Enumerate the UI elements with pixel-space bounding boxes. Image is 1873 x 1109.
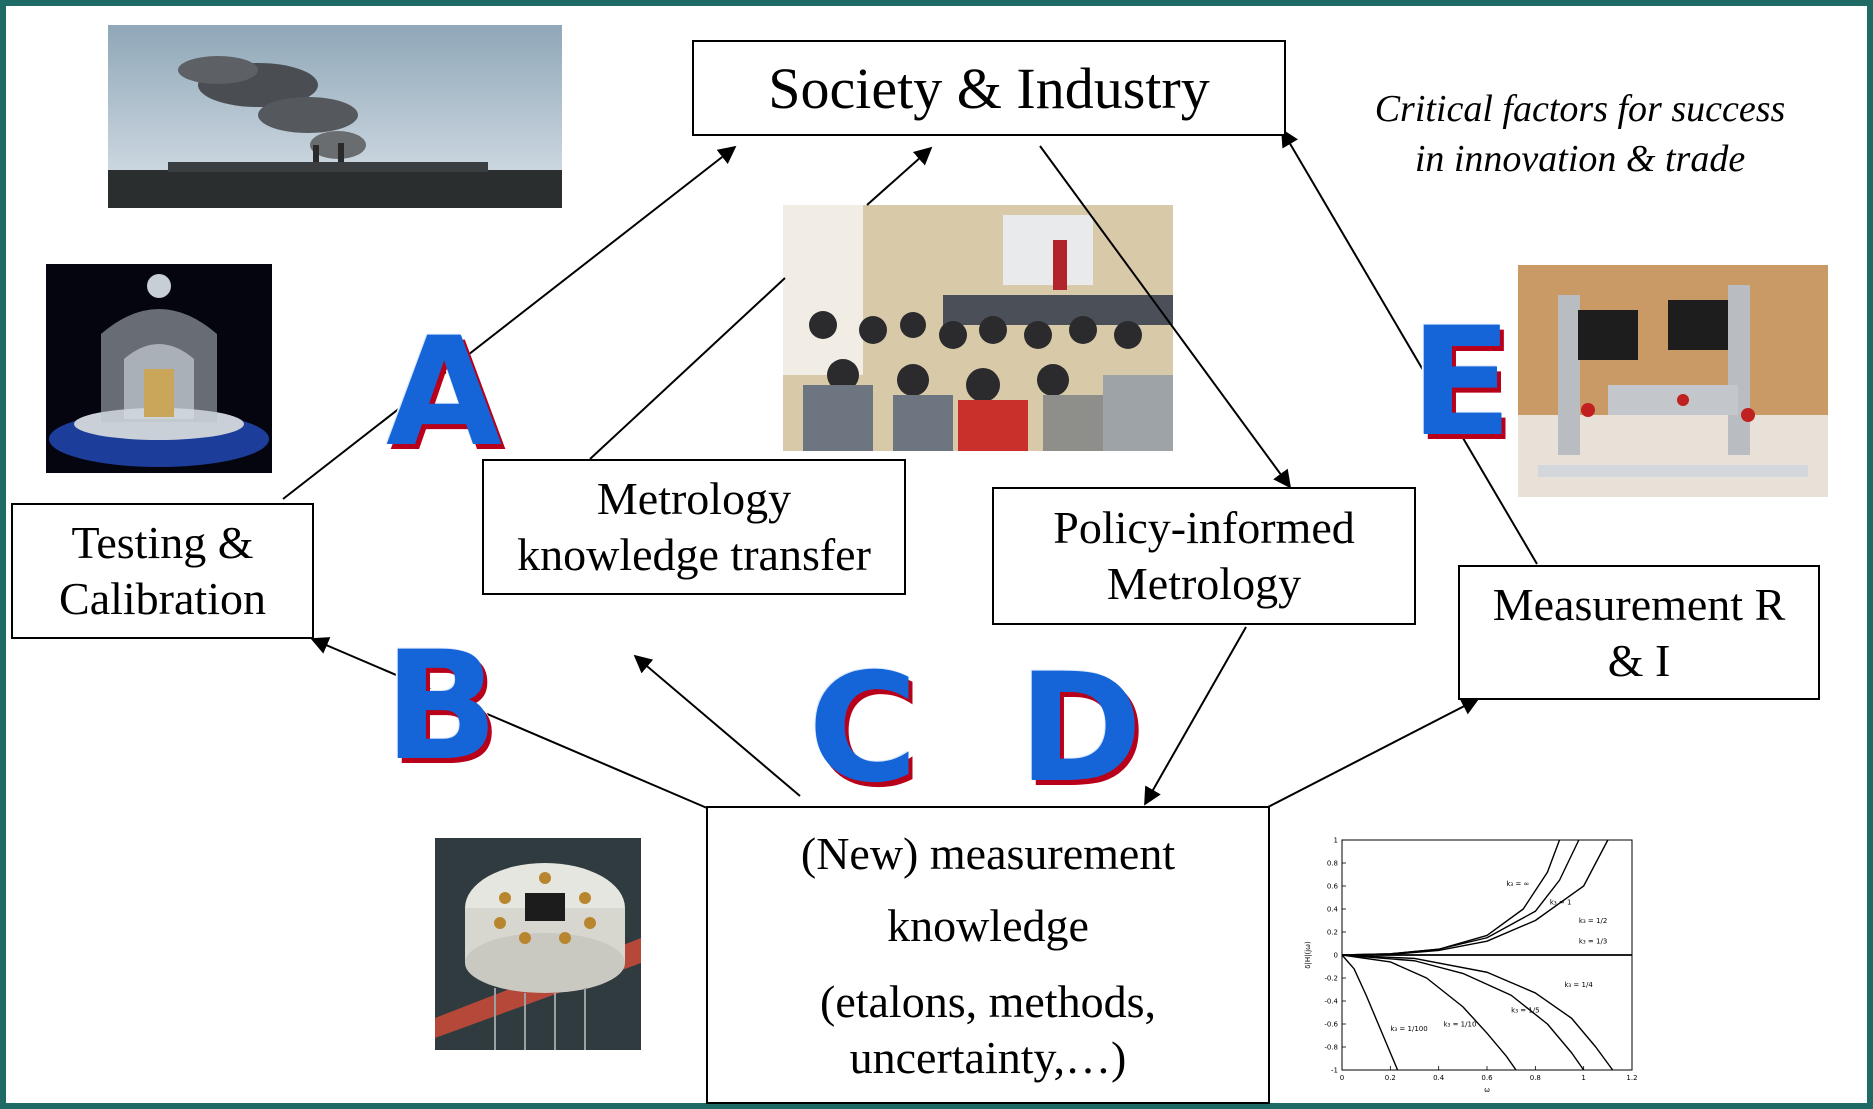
y-tick-label: -0.4: [1324, 998, 1338, 1006]
series-line: [1341, 954, 1585, 1071]
series-line: [1341, 954, 1517, 1071]
new-knowledge-line-4: uncertainty,…): [849, 1032, 1127, 1083]
metrology-transfer-line-2: knowledge transfer: [517, 529, 871, 580]
new-knowledge-box: (New) measurement knowledge (etalons, me…: [706, 806, 1270, 1104]
y-tick-label: 0.6: [1327, 883, 1339, 891]
series-label: k₃ = 1/4: [1564, 981, 1593, 989]
new-knowledge-line-2: knowledge: [887, 900, 1089, 951]
critical-factors-line-1: Critical factors for success: [1374, 88, 1786, 130]
society-industry-label: Society & Industry: [768, 55, 1210, 121]
y-tick-label: -0.8: [1324, 1044, 1338, 1052]
x-tick-label: 0.6: [1481, 1074, 1493, 1082]
series-label: k₃ = 1/10: [1444, 1020, 1477, 1028]
series-label: k₃ = 1/100: [1390, 1025, 1427, 1033]
conference-audience-photo: [783, 205, 1173, 451]
testing-calibration-line-1: Testing &: [71, 517, 254, 568]
x-tick-label: 1: [1581, 1074, 1585, 1082]
critical-factors-caption: Critical factors for success in innovati…: [1310, 84, 1850, 184]
series-label: k₃ = 1/2: [1579, 917, 1607, 925]
industry-skyline-photo: [108, 25, 562, 208]
measurement-ri-box: Measurement R & I: [1458, 565, 1820, 700]
policy-metrology-line-2: Metrology: [1106, 558, 1302, 609]
letter-e: E: [1408, 296, 1514, 470]
mini-plot: 0 0.2 0.4 0.6 0.8 1 1.2 -1 -0.8 -0.6 -0.4 -0.2 0 0.2 0…: [1304, 837, 1638, 1095]
y-tick-label: 1: [1334, 837, 1338, 845]
y-tick-label: 0.2: [1327, 929, 1338, 937]
policy-metrology-box: Policy-informed Metrology: [992, 487, 1416, 625]
new-knowledge-line-1: (New) measurement: [800, 828, 1176, 879]
x-tick-label: 0.4: [1433, 1074, 1445, 1082]
x-tick-label: 1.2: [1626, 1074, 1637, 1082]
series-label: k₃ = 1/3: [1579, 938, 1607, 946]
series-label: k₃ = ∞: [1506, 880, 1529, 888]
sensor-chip-photo: [435, 838, 641, 1050]
x-axis-label: ω: [1484, 1086, 1490, 1094]
x-tick-label: 0.8: [1530, 1074, 1541, 1082]
measurement-ri-line-2: & I: [1607, 634, 1671, 686]
new-knowledge-line-3: (etalons, methods,: [820, 976, 1156, 1027]
testing-calibration-line-2: Calibration: [59, 573, 266, 624]
y-tick-label: -0.6: [1324, 1021, 1338, 1029]
y-tick-label: 0.4: [1327, 906, 1339, 914]
series-label: k₃ = 1/5: [1511, 1007, 1539, 1015]
series-label: k₃ = 1: [1550, 898, 1572, 906]
testing-calibration-box: Testing & Calibration: [11, 503, 314, 639]
y-tick-label: 0.8: [1327, 860, 1338, 868]
metrology-transfer-line-1: Metrology: [596, 473, 792, 524]
metrology-transfer-box: Metrology knowledge transfer: [482, 459, 906, 595]
y-tick-label: 0: [1334, 952, 1338, 960]
y-axis-label: δ|H|(jω): [1304, 941, 1312, 969]
y-tick-label: -1: [1331, 1067, 1338, 1075]
series-line: [1341, 954, 1399, 1071]
letter-c: C: [806, 642, 920, 816]
x-tick-label: 0: [1340, 1074, 1344, 1082]
critical-factors-line-2: in innovation & trade: [1414, 138, 1746, 180]
letter-b: B: [382, 620, 500, 794]
measurement-apparatus-photo: [1518, 265, 1828, 497]
measurement-ri-line-1: Measurement R: [1492, 578, 1786, 630]
policy-metrology-line-1: Policy-informed: [1053, 502, 1355, 553]
y-tick-label: -0.2: [1324, 975, 1338, 983]
x-tick-label: 0.2: [1385, 1074, 1396, 1082]
letter-d: D: [1016, 642, 1145, 816]
series-line: [1341, 954, 1614, 1071]
kilogram-prototype-photo: [46, 264, 272, 473]
society-industry-box: Society & Industry: [692, 40, 1286, 136]
letter-a: A: [384, 306, 504, 480]
